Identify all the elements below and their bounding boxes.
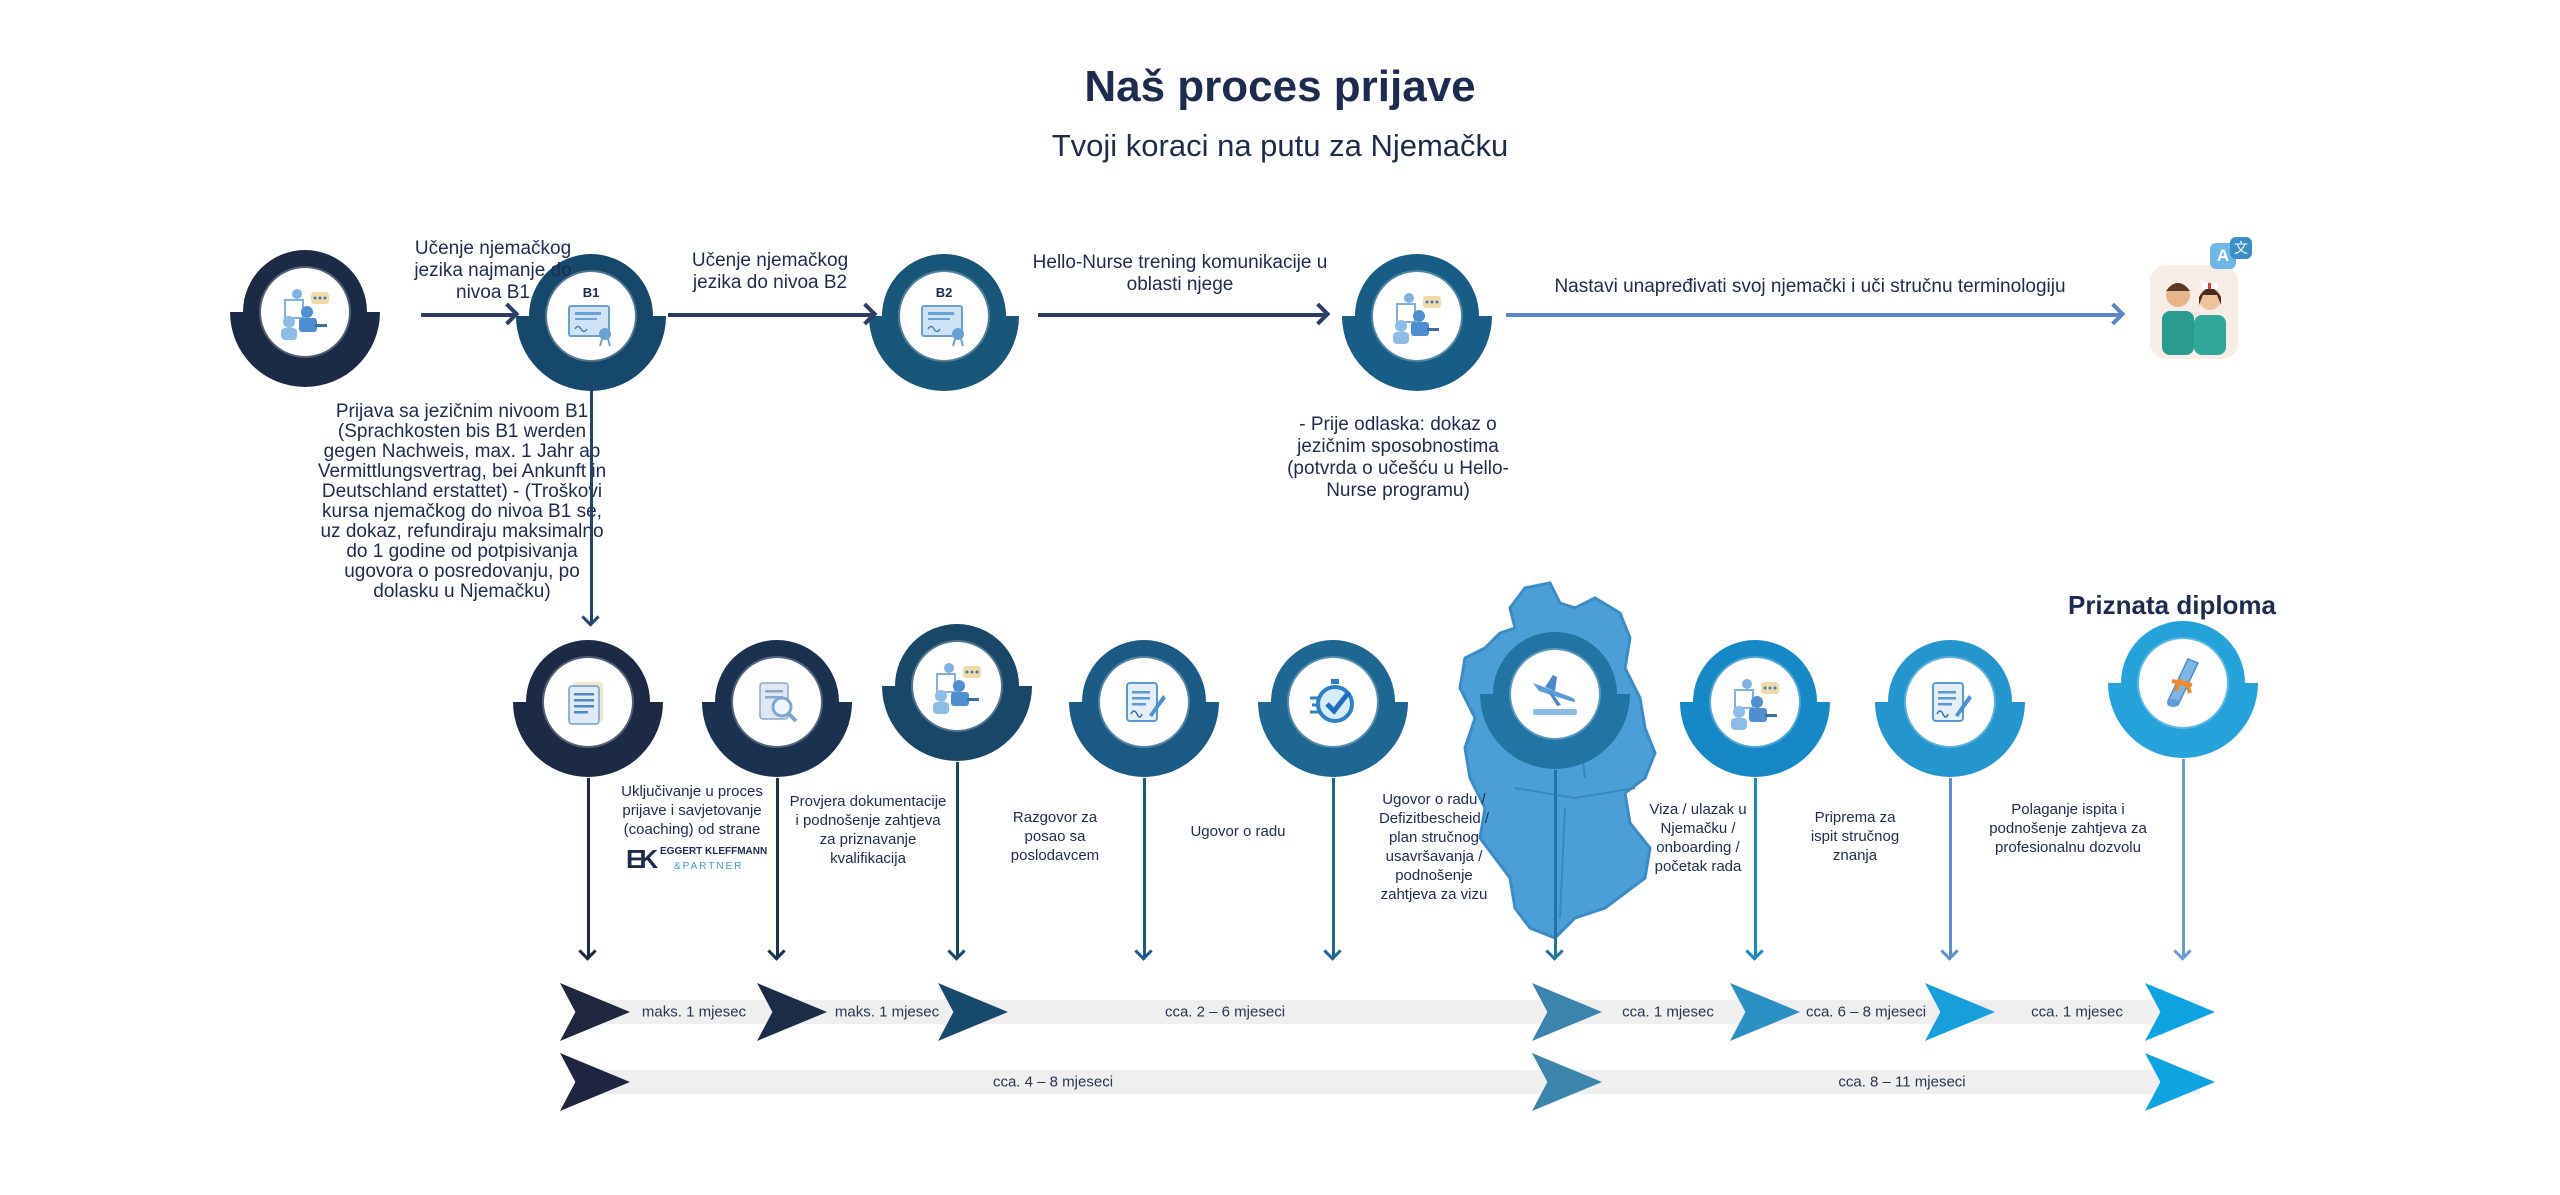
level-badge: B2 (935, 285, 953, 300)
level-badge: B1 (582, 285, 600, 300)
bottom-step-8-icon-holder (1906, 658, 1994, 746)
timeline-row-1-segment-label: cca. 2 – 6 mjeseci (1164, 1003, 1286, 1021)
step-label-5: Ugovor o radu (1190, 823, 1286, 840)
partner-logo-suffix: &PARTNER (674, 861, 744, 872)
nurses-icon (2162, 283, 2226, 355)
step-label-2: Uključivanje u proces prijave i savjetov… (621, 783, 763, 838)
top-arrow-3 (1038, 313, 1325, 317)
timeline-row-1-segment-label: maks. 1 mjesec (641, 1003, 747, 1021)
partner-logo: EK EGGERT KLEFFMANN &PARTNER (626, 842, 767, 876)
bottom-step-4-icon-holder (1100, 658, 1188, 746)
certificate-icon (565, 300, 617, 347)
bottom-step-1-icon-holder (544, 658, 632, 746)
step-down-arrow-5 (1332, 778, 1335, 958)
contract-sign-icon (1925, 677, 1975, 727)
step-label-7: Viza / ulazak u Njemačku / onboarding / … (1649, 801, 1747, 875)
timeline-row-2-segment-label: cca. 8 – 11 mjeseci (1838, 1073, 1966, 1091)
timeline-row-2-chevron-1 (560, 1053, 630, 1111)
partner-logo-mark: EK (626, 844, 658, 874)
top-arrow-label-3: Hello-Nurse trening komunikacije u oblas… (1032, 252, 1328, 295)
step-down-arrow-1 (587, 778, 590, 958)
diploma-scroll-icon (2158, 655, 2208, 711)
timeline-row-1-segment-label: cca. 1 mjesec (1622, 1003, 1714, 1021)
page-subtitle: Tvoji koraci na putu za Njemačku (1051, 128, 1509, 163)
hello-nurse-note: - Prije odlaska: dokaz o jezičnim sposob… (1287, 414, 1509, 501)
translate-badge: A 文 (2210, 237, 2256, 273)
bottom-step-6-icon-holder (1511, 650, 1599, 738)
step-down-arrow-4 (1143, 778, 1146, 958)
step-down-arrow-6 (1554, 770, 1557, 958)
contract-sign-icon (1119, 677, 1169, 727)
timeline-row-1-chevron-1 (560, 983, 630, 1041)
document-icon (563, 677, 613, 727)
step-label-4: Razgovor za posao sa poslodavcem (1010, 809, 1100, 864)
step-label-3: Provjera dokumentacije i podnošenje zaht… (789, 793, 947, 867)
top-step-2-icon-holder: B1 (547, 272, 635, 360)
partner-logo-name: EGGERT KLEFFMANN (660, 846, 768, 857)
certificate-icon (918, 300, 970, 347)
top-arrow-1 (421, 313, 514, 317)
step-down-arrow-8 (1949, 778, 1952, 958)
step-down-arrow-7 (1754, 778, 1757, 958)
airplane-landing-icon (1527, 669, 1583, 719)
nurses-illustration (2150, 265, 2238, 359)
step-down-arrow-3 (956, 762, 959, 958)
top-arrow-label-4: Nastavi unapređivati svoj njemački i uči… (1554, 276, 2066, 297)
recognized-diploma-title: Priznata diploma (2067, 590, 2277, 620)
stopwatch-check-icon (1307, 676, 1359, 728)
bottom-step-5-icon-holder (1289, 658, 1377, 746)
bottom-step-9-icon-holder (2139, 639, 2227, 727)
top-step-4-icon-holder (1373, 272, 1461, 360)
step-down-arrow-9 (2182, 759, 2185, 958)
b1-down-arrow (590, 380, 593, 624)
video-call-icon (1387, 286, 1447, 346)
top-arrow-label-1: Učenje njemačkog jezika najmanje do nivo… (414, 238, 572, 303)
timeline-row-2-segment-label: cca. 4 – 8 mjeseci (992, 1073, 1114, 1091)
top-arrow-label-2: Učenje njemačkog jezika do nivoa B2 (691, 250, 849, 293)
timeline-row-1-bar (575, 1000, 2200, 1024)
top-arrow-4 (1506, 313, 2120, 317)
page-title: Naš proces prijave (1084, 62, 1476, 111)
timeline-row-1-segment-label: cca. 6 – 8 mjeseci (1805, 1003, 1927, 1021)
top-arrow-2 (668, 313, 872, 317)
bottom-step-7-icon-holder (1711, 658, 1799, 746)
step-label-6: Ugovor o radu / Defizitbescheid / plan s… (1378, 791, 1490, 903)
translate-glyph: 文 (2230, 237, 2252, 259)
timeline-row-1-segment-label: maks. 1 mjesec (834, 1003, 940, 1021)
video-call-icon (275, 282, 335, 342)
bottom-step-3-icon-holder (913, 642, 1001, 730)
timeline-row-2-bar (575, 1070, 2200, 1094)
top-step-1-icon-holder (261, 268, 349, 356)
bottom-step-2-icon-holder (733, 658, 821, 746)
document-search-icon (752, 677, 802, 727)
step-label-9: Polaganje ispita i podnošenje zahtjeva z… (1989, 801, 2147, 856)
video-call-icon (1725, 672, 1785, 732)
b1-application-note: Prijava sa jezičnim nivoom B1 (Sprachkos… (317, 401, 607, 602)
step-label-8: Priprema za ispit stručnog znanja (1810, 809, 1900, 864)
top-step-3-icon-holder: B2 (900, 272, 988, 360)
video-call-icon (927, 656, 987, 716)
timeline-row-1-segment-label: cca. 1 mjesec (2031, 1003, 2123, 1021)
step-down-arrow-2 (776, 778, 779, 958)
